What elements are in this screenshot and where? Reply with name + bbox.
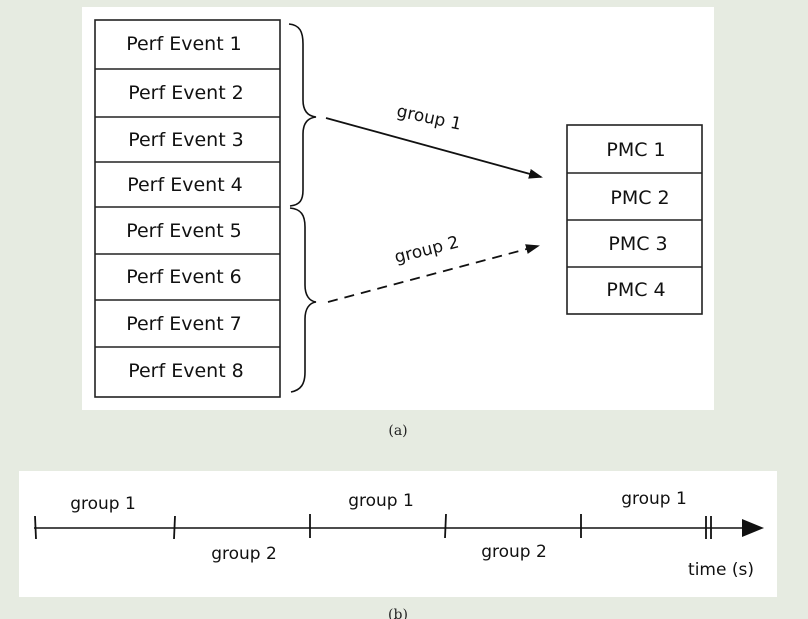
timeline-group1-label: group 1	[70, 494, 136, 514]
perf-event-3: Perf Event 3	[128, 129, 244, 151]
group1-arrow	[325, 117, 543, 179]
perf-event-2: Perf Event 2	[128, 82, 244, 104]
perf-event-8: Perf Event 8	[128, 360, 244, 382]
tick	[444, 513, 447, 539]
time-axis-label: time (s)	[688, 560, 754, 580]
perf-event-1: Perf Event 1	[126, 33, 242, 55]
group2-arrow	[327, 244, 540, 303]
timeline: group 1 group 1 group 1 group 2 group 2 …	[34, 489, 764, 580]
pmc-stack: PMC 1 PMC 2 PMC 3 PMC 4	[566, 124, 703, 315]
caption-a: (a)	[388, 423, 407, 439]
caption-b: (b)	[388, 607, 408, 619]
pmc-2: PMC 2	[610, 187, 669, 209]
pmc-4: PMC 4	[606, 279, 665, 301]
tick	[34, 515, 37, 540]
timeline-group1-label: group 1	[348, 491, 414, 511]
timeline-group2-label: group 2	[211, 544, 277, 564]
tick	[173, 515, 176, 540]
timeline-group1-label: group 1	[621, 489, 687, 509]
perf-event-4: Perf Event 4	[127, 174, 243, 196]
group1-brace	[288, 23, 317, 207]
perf-event-7: Perf Event 7	[126, 313, 242, 335]
perf-event-stack: Perf Event 1 Perf Event 2 Perf Event 3 P…	[94, 19, 281, 398]
perf-event-5: Perf Event 5	[126, 220, 242, 242]
panel-b	[19, 471, 777, 597]
pmc-3: PMC 3	[608, 233, 667, 255]
group1-label: group 1	[395, 102, 463, 135]
group2-brace	[289, 207, 317, 393]
time-axis-arrowhead	[742, 519, 764, 537]
group2-label: group 2	[393, 233, 461, 268]
pmc-1: PMC 1	[606, 139, 665, 161]
timeline-group2-label: group 2	[481, 542, 547, 562]
perf-event-6: Perf Event 6	[126, 266, 242, 288]
